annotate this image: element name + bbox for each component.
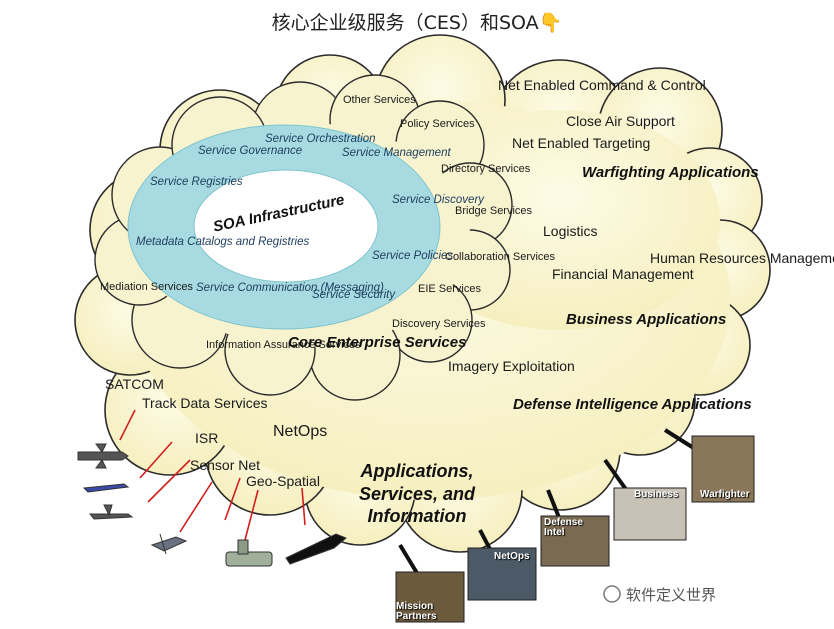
thumbnail-photos	[395, 435, 755, 623]
business-title: Business Applications	[566, 311, 727, 328]
thumb-mission-partners: Mission Partners	[396, 601, 437, 622]
ring-item-policies: Service Policies	[372, 250, 454, 262]
sensor-arrows	[119, 409, 306, 541]
netops-geo-spatial: Geo-Spatial	[246, 473, 320, 489]
ring-item-discovery: Service Discovery	[392, 194, 485, 206]
core-item-other: Other Services	[343, 94, 416, 106]
ring-item-communication: Service Communication (Messaging)	[196, 282, 384, 294]
ring-item-security: Service Security	[312, 289, 396, 301]
core-item-eie: EIE Services	[418, 283, 481, 295]
core-item-bridge: Bridge Services	[455, 205, 533, 217]
intel-title: Defense Intelligence Applications	[513, 396, 752, 413]
core-item-collaboration: Collaboration Services	[445, 251, 556, 263]
app-net-enabled-targeting: Net Enabled Targeting	[512, 135, 651, 151]
soa-ring	[127, 124, 441, 330]
watermark-icon	[603, 585, 621, 603]
asi-title: Applications, Services, and Information	[358, 461, 476, 526]
app-human-resources: Human Resources Management	[650, 250, 834, 266]
warfighting-title: Warfighting Applications	[582, 164, 759, 181]
netops-track-data: Track Data Services	[142, 395, 268, 411]
app-imagery-exploitation: Imagery Exploitation	[448, 358, 575, 374]
page-title: 核心企业级服务（CES）和SOA👇	[271, 12, 563, 34]
app-logistics: Logistics	[543, 223, 598, 239]
asset-icons	[77, 443, 347, 567]
ring-item-governance: Service Governance	[198, 145, 303, 157]
core-services-title: Core Enterprise Services	[288, 334, 467, 351]
core-item-policy: Policy Services	[400, 118, 475, 130]
ring-item-orchestration: Service Orchestration	[265, 133, 376, 145]
app-close-air-support: Close Air Support	[566, 113, 675, 129]
netops-title: NetOps	[273, 423, 328, 440]
thumb-netops: NetOps	[494, 551, 530, 562]
watermark-text: 软件定义世界	[626, 586, 717, 604]
thumb-warfighter: Warfighter	[700, 489, 750, 500]
ring-item-registries: Service Registries	[150, 176, 243, 188]
netops-satcom: SATCOM	[105, 376, 164, 392]
thumb-business: Business	[634, 489, 679, 500]
netops-isr: ISR	[195, 430, 219, 446]
netops-sensor-net: Sensor Net	[190, 457, 261, 473]
core-item-mediation: Mediation Services	[100, 281, 193, 293]
ring-item-metadata: Metadata Catalogs and Registries	[136, 236, 310, 248]
app-financial-management: Financial Management	[552, 266, 694, 282]
thumb-defense-intel: Defense Intel	[544, 517, 583, 538]
ring-item-management: Service Management	[342, 147, 451, 159]
core-item-assurance: Information Assurance Services	[206, 339, 361, 351]
core-item-discovery: Discovery Services	[392, 318, 486, 330]
core-item-directory: Directory Services	[441, 163, 531, 175]
app-net-enabled-c2: Net Enabled Command & Control	[498, 77, 706, 93]
